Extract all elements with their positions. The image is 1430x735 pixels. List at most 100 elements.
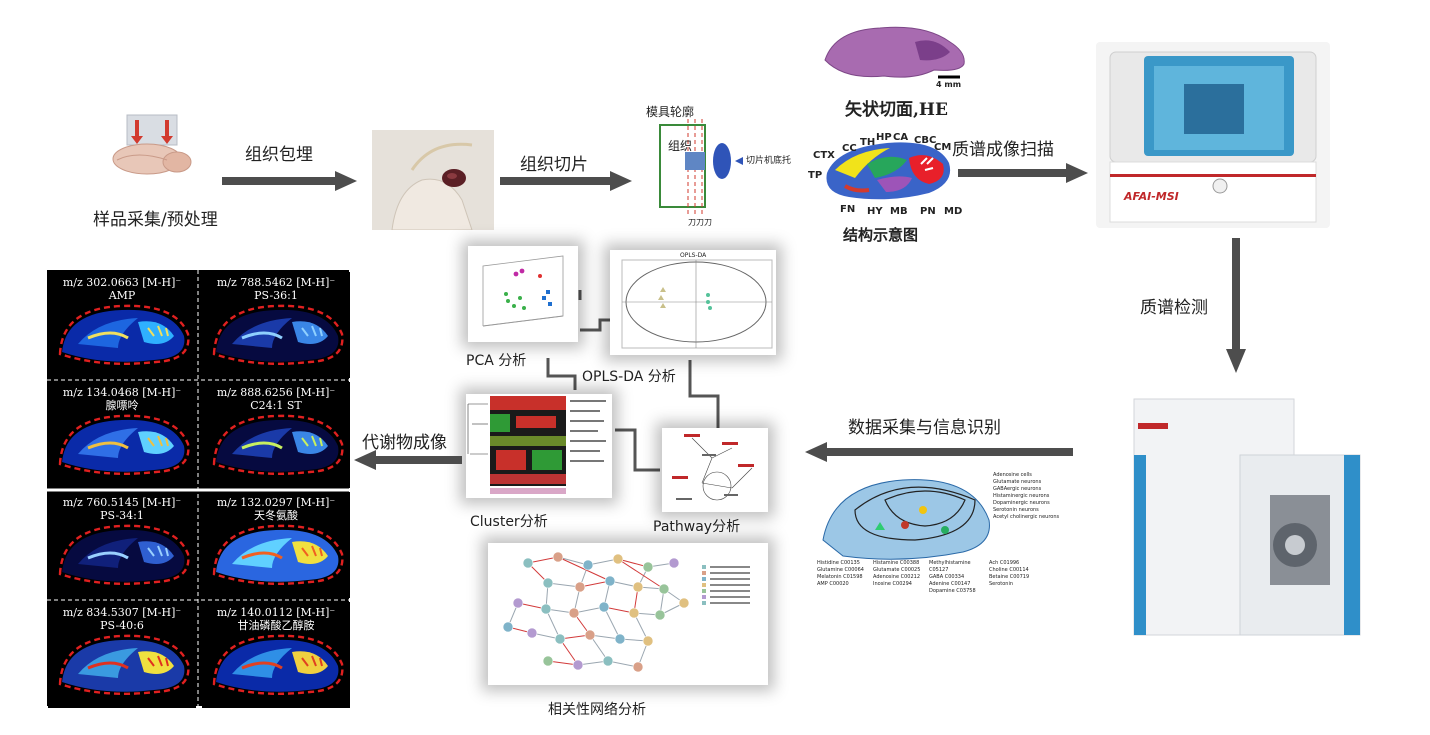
network-node bbox=[658, 583, 670, 595]
msi-tile-mz: m/z 132.0297 [M-H]⁻ bbox=[216, 496, 336, 509]
msi-tile-compound: PS-34:1 bbox=[100, 509, 144, 522]
oplsda-label: OPLS-DA 分析 bbox=[582, 369, 676, 385]
mold-holder-label: 切片机底托 bbox=[746, 156, 792, 166]
schematic-caption: 结构示意图 bbox=[843, 226, 919, 244]
msi-grid-dividers bbox=[47, 270, 349, 706]
network-node bbox=[540, 603, 552, 615]
arrow-left-icon bbox=[805, 442, 1073, 462]
step-acquire-label: 数据采集与信息识别 bbox=[848, 418, 1001, 438]
network-panel bbox=[488, 543, 768, 685]
he-brain-image bbox=[820, 22, 970, 82]
mold-title: 模具轮廓 bbox=[646, 105, 695, 119]
oplsda-chart-title: OPLS-DA bbox=[680, 252, 707, 259]
mold-diagram: 模具轮廓 组织 切片机底托 刀刀刀 bbox=[640, 103, 800, 233]
network-node bbox=[642, 635, 654, 647]
region-th: TH bbox=[860, 137, 876, 148]
arrow-right-icon bbox=[222, 171, 357, 191]
brain-schematic bbox=[805, 128, 955, 223]
msi-tile-mz: m/z 788.5462 [M-H]⁻ bbox=[216, 276, 336, 289]
region-tp: TP bbox=[808, 170, 823, 181]
region-hy: HY bbox=[867, 206, 883, 217]
network-node bbox=[502, 621, 514, 633]
msi-tile-mz: m/z 888.6256 [M-H]⁻ bbox=[216, 386, 336, 399]
msi-tile: m/z 788.5462 [M-H]⁻PS-36:1 bbox=[202, 272, 350, 378]
step-detect-label: 质谱检测 bbox=[1140, 298, 1208, 318]
network-node bbox=[522, 557, 534, 569]
mass-spectrometer-image bbox=[1130, 395, 1374, 640]
network-node bbox=[614, 633, 626, 645]
mold-blade-label: 刀刀刀 bbox=[688, 218, 712, 227]
step-scan-label: 质谱成像扫描 bbox=[952, 140, 1054, 160]
network-node bbox=[628, 607, 640, 619]
region-cbc: CBC bbox=[914, 135, 937, 146]
region-hp: HP bbox=[876, 132, 892, 143]
pca-panel bbox=[468, 246, 578, 342]
network-node bbox=[678, 597, 690, 609]
network-node bbox=[668, 557, 680, 569]
msi-tile-compound: 甘油磷酸乙醇胺 bbox=[237, 619, 315, 632]
cluster-panel bbox=[466, 394, 612, 498]
network-node bbox=[542, 577, 554, 589]
msi-tile-compound: AMP bbox=[108, 289, 136, 302]
network-node bbox=[632, 581, 644, 593]
cluster-label: Cluster分析 bbox=[470, 514, 548, 530]
step-imaging-label: 代谢物成像 bbox=[362, 433, 447, 453]
network-node bbox=[554, 633, 566, 645]
region-fn: FN bbox=[840, 204, 856, 215]
panel-connectors bbox=[546, 290, 720, 472]
network-node bbox=[642, 561, 654, 573]
msi-tile: m/z 134.0468 [M-H]⁻腺嘌呤 bbox=[48, 382, 196, 488]
arrow-down-icon bbox=[1226, 238, 1246, 373]
msi-tile-mz: m/z 302.0663 [M-H]⁻ bbox=[62, 276, 182, 289]
msi-tile-compound: PS-40:6 bbox=[100, 619, 144, 632]
region-cm: CM bbox=[934, 142, 952, 153]
msi-tile-mz: m/z 140.0112 [M-H]⁻ bbox=[216, 606, 336, 619]
msi-tile-mz: m/z 134.0468 [M-H]⁻ bbox=[62, 386, 182, 399]
msi-tile: m/z 888.6256 [M-H]⁻C24:1 ST bbox=[202, 382, 350, 488]
region-cc: CC bbox=[842, 143, 857, 154]
network-node bbox=[512, 597, 524, 609]
msi-tile-compound: 天冬氨酸 bbox=[254, 509, 298, 522]
network-node bbox=[568, 607, 580, 619]
arrow-left-icon bbox=[354, 450, 462, 470]
mold-tissue-label: 组织 bbox=[668, 139, 693, 153]
msi-tile-mz: m/z 760.5145 [M-H]⁻ bbox=[62, 496, 182, 509]
network-node bbox=[612, 553, 624, 565]
step-sample-label: 样品采集/预处理 bbox=[93, 210, 218, 230]
region-mb: MB bbox=[890, 206, 908, 217]
network-node bbox=[632, 661, 644, 673]
instrument-brand: AFAI-MSI bbox=[1124, 190, 1179, 203]
step-section-label: 组织切片 bbox=[520, 155, 588, 175]
pathway-panel bbox=[662, 428, 768, 512]
msi-tile-compound: 腺嘌呤 bbox=[105, 399, 139, 412]
msi-tile: m/z 132.0297 [M-H]⁻天冬氨酸 bbox=[202, 492, 350, 598]
network-node bbox=[542, 655, 554, 667]
oplsda-panel: OPLS-DA bbox=[610, 250, 776, 355]
sample-brain-illustration bbox=[105, 112, 200, 184]
msi-tile: m/z 760.5145 [M-H]⁻PS-34:1 bbox=[48, 492, 196, 598]
network-node bbox=[572, 659, 584, 671]
network-label: 相关性网络分析 bbox=[548, 702, 646, 718]
network-node bbox=[552, 551, 564, 563]
network-node bbox=[602, 655, 614, 667]
region-ca: CA bbox=[893, 132, 909, 143]
region-ctx: CTX bbox=[813, 150, 835, 161]
arrow-right-icon bbox=[500, 171, 632, 191]
network-node bbox=[574, 581, 586, 593]
msi-tile-compound: C24:1 ST bbox=[250, 399, 302, 412]
msi-tile: m/z 834.5307 [M-H]⁻PS-40:6 bbox=[48, 602, 196, 708]
msi-instrument-image: AFAI-MSI bbox=[1092, 40, 1334, 230]
network-node bbox=[598, 601, 610, 613]
pathway-label: Pathway分析 bbox=[653, 519, 741, 535]
msi-tile-mz: m/z 834.5307 [M-H]⁻ bbox=[62, 606, 182, 619]
step-embed-label: 组织包埋 bbox=[245, 145, 313, 165]
msi-tile: m/z 140.0112 [M-H]⁻甘油磷酸乙醇胺 bbox=[202, 602, 350, 708]
network-node bbox=[526, 627, 538, 639]
he-caption: 矢状切面,HE bbox=[845, 100, 948, 120]
network-node bbox=[582, 559, 594, 571]
network-node bbox=[604, 575, 616, 587]
msi-tile: m/z 302.0663 [M-H]⁻AMP bbox=[48, 272, 196, 378]
